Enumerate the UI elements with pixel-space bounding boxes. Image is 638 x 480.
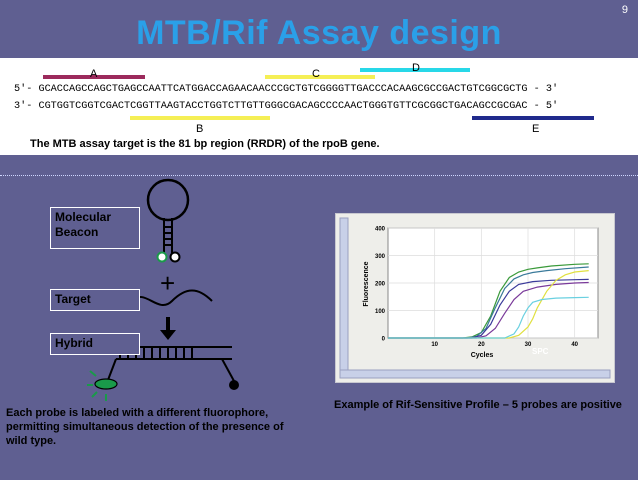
- top-strand-sequence: 5'- GCACCAGCCAGCTGAGCCAATTCATGGACCAGAACA…: [14, 84, 559, 95]
- y-tick-label: 300: [375, 254, 386, 260]
- region-bar-b: [130, 116, 270, 120]
- y-axis-label: Fluorescence: [363, 261, 370, 306]
- amplification-curve: [388, 278, 589, 339]
- beacon-loop-shape: [146, 178, 190, 222]
- chart-frame: 0 100 200 300 400 10 20 30 40 Cycles Fluorescenc…: [335, 213, 615, 383]
- y-tick-label: 100: [375, 309, 386, 315]
- bottom-strand-sequence: 3'- CGTGGTCGGTCGACTCGGTTAAGTACCTGGTCTTGT…: [14, 101, 559, 112]
- y-tick-label: 200: [375, 282, 386, 288]
- x-tick-label: 20: [478, 342, 485, 348]
- chart-caption: Example of Rif-Sensitive Profile – 5 pro…: [334, 399, 622, 411]
- region-label-c: C: [312, 68, 320, 80]
- x-tick-label: 30: [525, 342, 532, 348]
- region-label-e: E: [532, 123, 540, 135]
- target-label: Target: [50, 289, 140, 311]
- hybrid-arm-right: [221, 358, 235, 382]
- down-arrow-head: [160, 330, 176, 340]
- quencher-dot: [169, 251, 181, 263]
- quencher-dot-hybrid: [229, 380, 239, 390]
- amplification-curve: [388, 296, 589, 339]
- scroll-track-bottom[interactable]: [339, 369, 611, 379]
- probe-caption: Each probe is labeled with a different f…: [6, 407, 284, 447]
- glow-rays: [87, 370, 107, 401]
- scroll-track-left[interactable]: [339, 217, 349, 377]
- y-tick-label: 400: [375, 227, 386, 233]
- region-bar-a: [43, 75, 145, 79]
- x-axis-label: Cycles: [471, 352, 494, 359]
- molecular-beacon-diagram: +: [87, 178, 239, 401]
- fluorophore-glow: [94, 378, 118, 390]
- plus-sign: +: [160, 268, 175, 298]
- y-tick-label: 0: [382, 337, 386, 343]
- sequence-caption: The MTB assay target is the 81 bp region…: [30, 138, 380, 150]
- fluorescence-chart: 0 100 200 300 400 10 20 30 40 Cycles Fluorescenc…: [339, 217, 611, 379]
- amplification-curve: [388, 270, 589, 339]
- molecular-beacon-label: Molecular Beacon: [50, 207, 140, 249]
- target-strand-wave: [131, 289, 213, 307]
- amplification-curve: [388, 281, 589, 339]
- region-bar-e: [472, 116, 594, 120]
- region-bar-d: [360, 68, 470, 72]
- region-label-d: D: [412, 62, 420, 74]
- region-label-a: A: [90, 68, 98, 80]
- fluorophore-dot: [156, 251, 168, 263]
- x-tick-label: 10: [431, 342, 438, 348]
- slide-number: 9: [621, 4, 628, 16]
- hybrid-arm-left: [107, 358, 117, 381]
- spc-annotation: SPC: [532, 347, 549, 356]
- region-bar-c: [265, 75, 375, 79]
- x-tick-label: 40: [571, 342, 578, 348]
- slide-title: MTB/Rif Assay design: [136, 14, 502, 52]
- hybrid-label: Hybrid: [50, 333, 140, 355]
- region-label-b: B: [196, 123, 204, 135]
- sequence-panel: A C D 5'- GCACCAGCCAGCTGAGCCAATTCATGGACC…: [0, 58, 638, 155]
